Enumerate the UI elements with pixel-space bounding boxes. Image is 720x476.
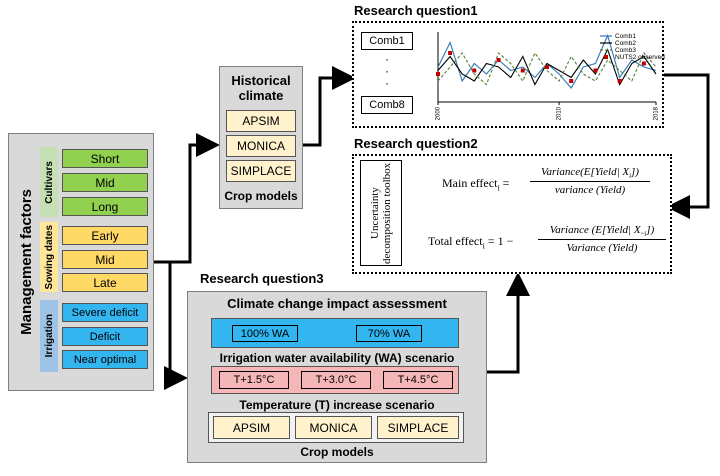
chart-point-observed <box>436 72 440 76</box>
rq3-footer: Crop models <box>300 445 374 459</box>
rq2-main-effect: Main effecti = <box>442 176 510 193</box>
legend-label: Comb3 <box>615 47 636 54</box>
rq3-temp-3-0: T+3.0°C <box>301 371 371 389</box>
sowing-late: Late <box>62 273 148 292</box>
rq3-model-simplace: SIMPLACE <box>377 416 459 439</box>
chart-point-observed <box>641 61 646 66</box>
rq1-comb1: Comb1 <box>361 32 413 50</box>
management-title: Management factors <box>17 189 35 335</box>
cultivar-short: Short <box>62 149 148 168</box>
irrigation-label: Irrigation <box>40 300 58 372</box>
irrigation-severe-deficit: Severe deficit <box>62 303 148 322</box>
rq3-wa-70: 70% WA <box>356 325 422 342</box>
chart-point-observed <box>448 51 453 55</box>
rq1-comb8: Comb8 <box>361 96 413 114</box>
irrigation-near-optimal: Near optimal <box>62 350 148 369</box>
rq2-main-denominator: variance (Yield) <box>554 184 626 196</box>
rq2-total-fraction-bar <box>538 239 666 240</box>
sowing-early: Early <box>62 226 148 245</box>
rq3-temp-1-5: T+1.5°C <box>219 371 289 389</box>
rq2-panel <box>352 154 672 274</box>
rq1-ellipsis-2: · <box>385 64 389 78</box>
rq2-total-denominator: Variance (Yield) <box>566 242 638 254</box>
rq3-temp-4-5: T+4.5°C <box>383 371 453 389</box>
historical-model-apsim: APSIM <box>226 110 296 132</box>
legend-label: Comb1 <box>615 33 636 40</box>
historical-title: Historical climate <box>231 73 291 103</box>
arrow-rq3-to-rq2 <box>487 272 530 374</box>
rq2-total-numerator: Variance (E[Yield| X~i]) <box>549 224 655 239</box>
rq1-title: Research question1 <box>354 3 478 18</box>
arrow-mgmt-to-historical <box>153 133 220 264</box>
rq3-temp-label: Temperature (T) increase scenario <box>239 397 435 412</box>
rq2-total-effect: Total effecti = 1 − <box>428 234 514 251</box>
cultivar-long: Long <box>62 197 148 216</box>
legend-label: Comb2 <box>615 40 636 47</box>
historical-model-monica: MONICA <box>226 135 296 157</box>
legend-label: NUTS2 observed <box>615 54 665 61</box>
rq3-model-apsim: APSIM <box>213 416 290 439</box>
historical-model-simplace: SIMPLACE <box>226 160 296 182</box>
chart-point-observed <box>472 68 477 73</box>
chart-point-observed <box>496 58 501 62</box>
rq3-wa-100: 100% WA <box>232 325 298 342</box>
sowing-label: Sowing dates <box>40 222 58 292</box>
rq3-wa-panel <box>211 318 459 348</box>
rq2-main-numerator: Variance(E[Yield| Xi]) <box>541 166 639 181</box>
rq2-main-fraction-bar <box>530 181 650 182</box>
irrigation-deficit: Deficit <box>62 327 148 346</box>
rq1-ellipsis-1: · <box>385 52 389 66</box>
chart-x-tick-label: 2000 <box>436 106 442 120</box>
arrow-rq1-to-rq2 <box>664 73 710 219</box>
chart-point-observed <box>545 65 549 69</box>
legend-swatch-observed <box>604 55 608 59</box>
chart-x-tick-label: 2010 <box>557 106 563 120</box>
chart-point-observed <box>617 79 622 83</box>
rq2-title: Research question2 <box>354 136 478 151</box>
rq3-model-monica: MONICA <box>295 416 372 439</box>
arrow-mgmt-to-rq3 <box>164 262 188 390</box>
rq3-title: Research question3 <box>200 271 324 286</box>
chart-series-line-comb2 <box>437 48 657 86</box>
chart-x-tick-label: 2018 <box>654 106 660 120</box>
sowing-mid: Mid <box>62 250 148 269</box>
chart-point-observed <box>593 68 598 73</box>
chart-series-line-comb3 <box>437 51 657 86</box>
rq3-wa-label: Irrigation water availability (WA) scena… <box>219 350 455 365</box>
chart-point-observed <box>569 79 574 83</box>
historical-footer: Crop models <box>224 189 298 203</box>
cultivar-mid: Mid <box>62 173 148 192</box>
rq1-ellipsis-3: · <box>385 76 389 90</box>
rq2-toolbox: Uncertainty decomposition toolbox <box>360 160 402 266</box>
rq3-temp-panel <box>211 366 459 394</box>
rq3-box-title: Climate change impact assessment <box>227 295 447 311</box>
arrow-historical-to-rq1 <box>302 66 356 147</box>
cultivars-label: Cultivars <box>40 147 58 217</box>
chart-point-observed <box>520 68 525 73</box>
